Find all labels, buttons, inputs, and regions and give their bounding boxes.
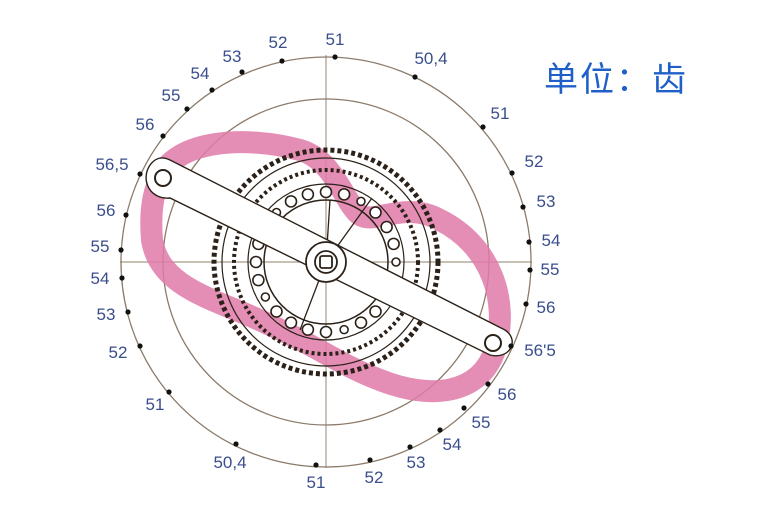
tooth-count-label: 56 bbox=[537, 298, 556, 317]
tooth-count-label: 54 bbox=[542, 231, 561, 250]
tooth-count-label: 55 bbox=[162, 86, 181, 105]
ring-dot bbox=[520, 204, 526, 210]
bolt-hole bbox=[284, 195, 298, 208]
ring-dot bbox=[527, 267, 533, 273]
tooth-count-label: 52 bbox=[269, 33, 288, 52]
ring-labels: 51 52 53 54 55 56 56,5 50,4 51 52 53 54 55 56 56'5 56 55… bbox=[91, 30, 561, 492]
bolt-hole bbox=[319, 325, 333, 339]
tooth-count-label: 56 bbox=[498, 385, 517, 404]
ring-dot bbox=[407, 444, 413, 450]
tooth-count-label: 55 bbox=[541, 260, 560, 279]
tooth-count-label: 53 bbox=[97, 305, 116, 324]
tooth-count-label: 54 bbox=[91, 269, 110, 288]
bolt-hole bbox=[369, 206, 382, 219]
tooth-count-label: 50,4 bbox=[414, 49, 447, 68]
ring-dot bbox=[137, 343, 143, 349]
bolt-hole bbox=[284, 316, 298, 329]
tooth-count-label: 51 bbox=[326, 30, 345, 49]
bolt-hole bbox=[301, 188, 315, 201]
ring-dot bbox=[137, 171, 143, 177]
tooth-count-label: 50,4 bbox=[213, 453, 246, 472]
tooth-count-label: 56 bbox=[136, 115, 155, 134]
bolt-hole bbox=[391, 257, 401, 267]
bolt-hole bbox=[339, 324, 349, 335]
ring-dot bbox=[485, 381, 491, 387]
tooth-count-label: 51 bbox=[146, 395, 165, 414]
ring-dot bbox=[367, 457, 373, 463]
tooth-count-label: 52 bbox=[109, 343, 128, 362]
unit-label: 单位：齿 bbox=[544, 60, 688, 100]
bolt-hole bbox=[249, 255, 263, 269]
tooth-count-label: 51 bbox=[491, 104, 510, 123]
tooth-count-label: 51 bbox=[307, 473, 326, 492]
ring-dot bbox=[209, 87, 215, 93]
bolt-hole bbox=[369, 305, 382, 318]
ring-dot bbox=[125, 309, 131, 315]
ring-dot bbox=[239, 69, 245, 75]
ring-dots bbox=[118, 54, 533, 468]
bolt-hole bbox=[337, 188, 351, 201]
ring-dot bbox=[119, 275, 125, 281]
bolt-hole bbox=[380, 220, 393, 234]
ring-dot bbox=[332, 54, 338, 60]
bolt-hole bbox=[301, 323, 315, 336]
ring-dot bbox=[233, 441, 239, 447]
tooth-count-label: 54 bbox=[443, 435, 462, 454]
ring-dot bbox=[118, 247, 124, 253]
bolt-hole bbox=[387, 237, 400, 251]
bolt-hole bbox=[260, 292, 271, 302]
ring-dot bbox=[313, 462, 319, 468]
ring-dot bbox=[184, 106, 190, 112]
ring-dot bbox=[166, 389, 172, 395]
ring-dot bbox=[412, 74, 418, 80]
spindle bbox=[305, 241, 347, 283]
ring-dot bbox=[123, 212, 129, 218]
tooth-count-label: 53 bbox=[223, 47, 242, 66]
ring-dot bbox=[279, 58, 285, 64]
tooth-count-label: 55 bbox=[91, 237, 110, 256]
ring-dot bbox=[509, 170, 515, 176]
tooth-count-label: 52 bbox=[365, 468, 384, 487]
tooth-count-label: 56'5 bbox=[524, 341, 556, 360]
ring-dot bbox=[523, 301, 529, 307]
tooth-count-label: 55 bbox=[472, 413, 491, 432]
tooth-count-label: 52 bbox=[525, 152, 544, 171]
tooth-count-label: 56 bbox=[97, 201, 116, 220]
tooth-count-label: 53 bbox=[537, 192, 556, 211]
bolt-hole bbox=[252, 273, 265, 287]
bolt-hole bbox=[270, 305, 283, 318]
tooth-count-label: 53 bbox=[407, 453, 426, 472]
tooth-count-label: 54 bbox=[191, 64, 210, 83]
ring-dot bbox=[160, 133, 166, 139]
tooth-count-label: 56,5 bbox=[95, 155, 128, 174]
ring-dot bbox=[437, 427, 443, 433]
ring-dot bbox=[526, 239, 532, 245]
bolt-hole bbox=[354, 316, 368, 329]
ring-dot bbox=[461, 405, 467, 411]
bolt-hole bbox=[319, 185, 333, 199]
chainring bbox=[211, 147, 441, 377]
bolt-holes bbox=[249, 185, 401, 339]
ring-dot bbox=[508, 343, 514, 349]
ring-dot bbox=[480, 124, 486, 130]
bolt-hole bbox=[356, 196, 366, 207]
